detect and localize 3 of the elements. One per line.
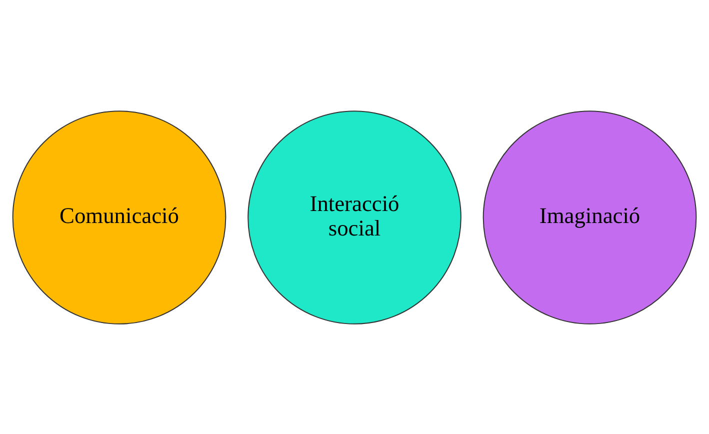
node-circle: Comunicació [12, 110, 226, 324]
node-circle: Imaginació [482, 110, 697, 324]
node-circle: Interacció social [248, 110, 462, 324]
